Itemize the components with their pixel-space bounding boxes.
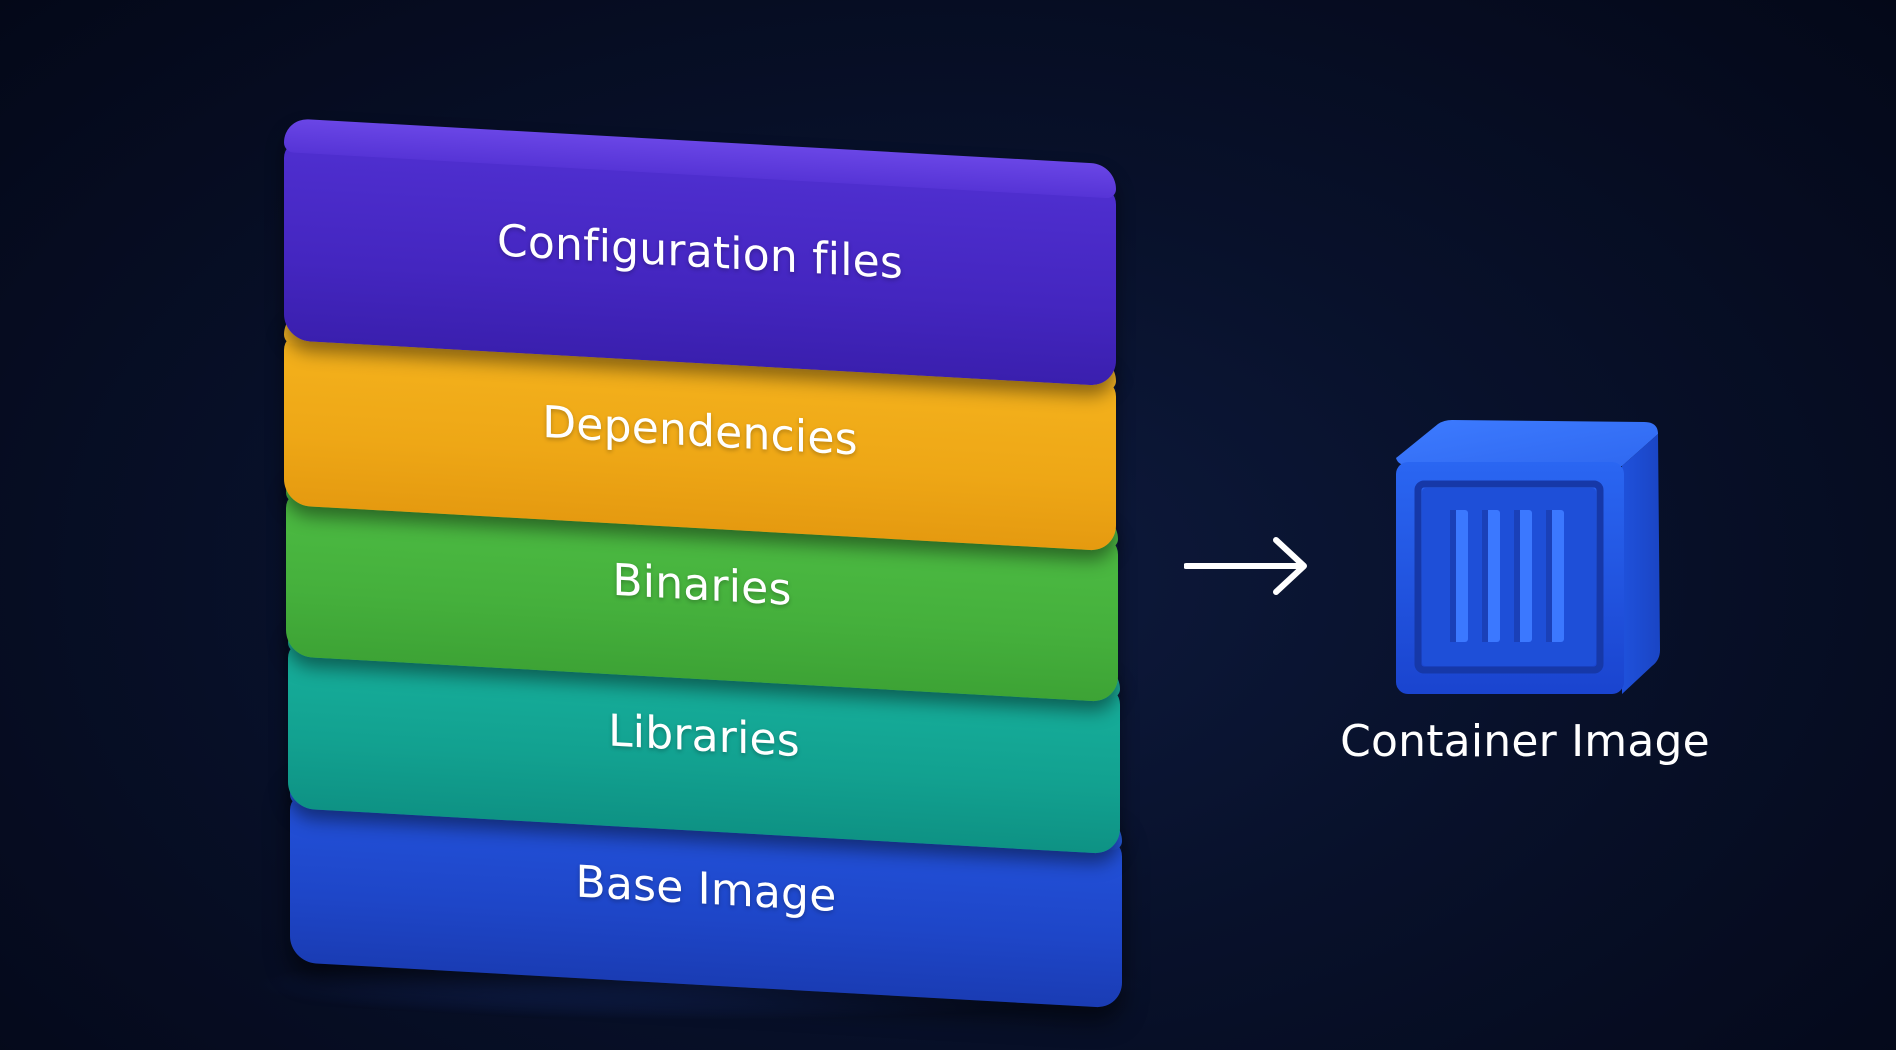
layer-label-configuration-files: Configuration files	[496, 215, 904, 290]
layer-configuration-files: Configuration files	[284, 118, 1116, 387]
container-cube-icon	[1396, 420, 1660, 694]
layer-label-dependencies: Dependencies	[542, 396, 858, 466]
layer-label-libraries: Libraries	[608, 705, 800, 768]
layer-label-base-image: Base Image	[575, 856, 837, 923]
arrow-right-icon	[1184, 537, 1307, 595]
container-image-label: Container Image	[1340, 716, 1710, 767]
layer-label-binaries: Binaries	[612, 554, 792, 616]
